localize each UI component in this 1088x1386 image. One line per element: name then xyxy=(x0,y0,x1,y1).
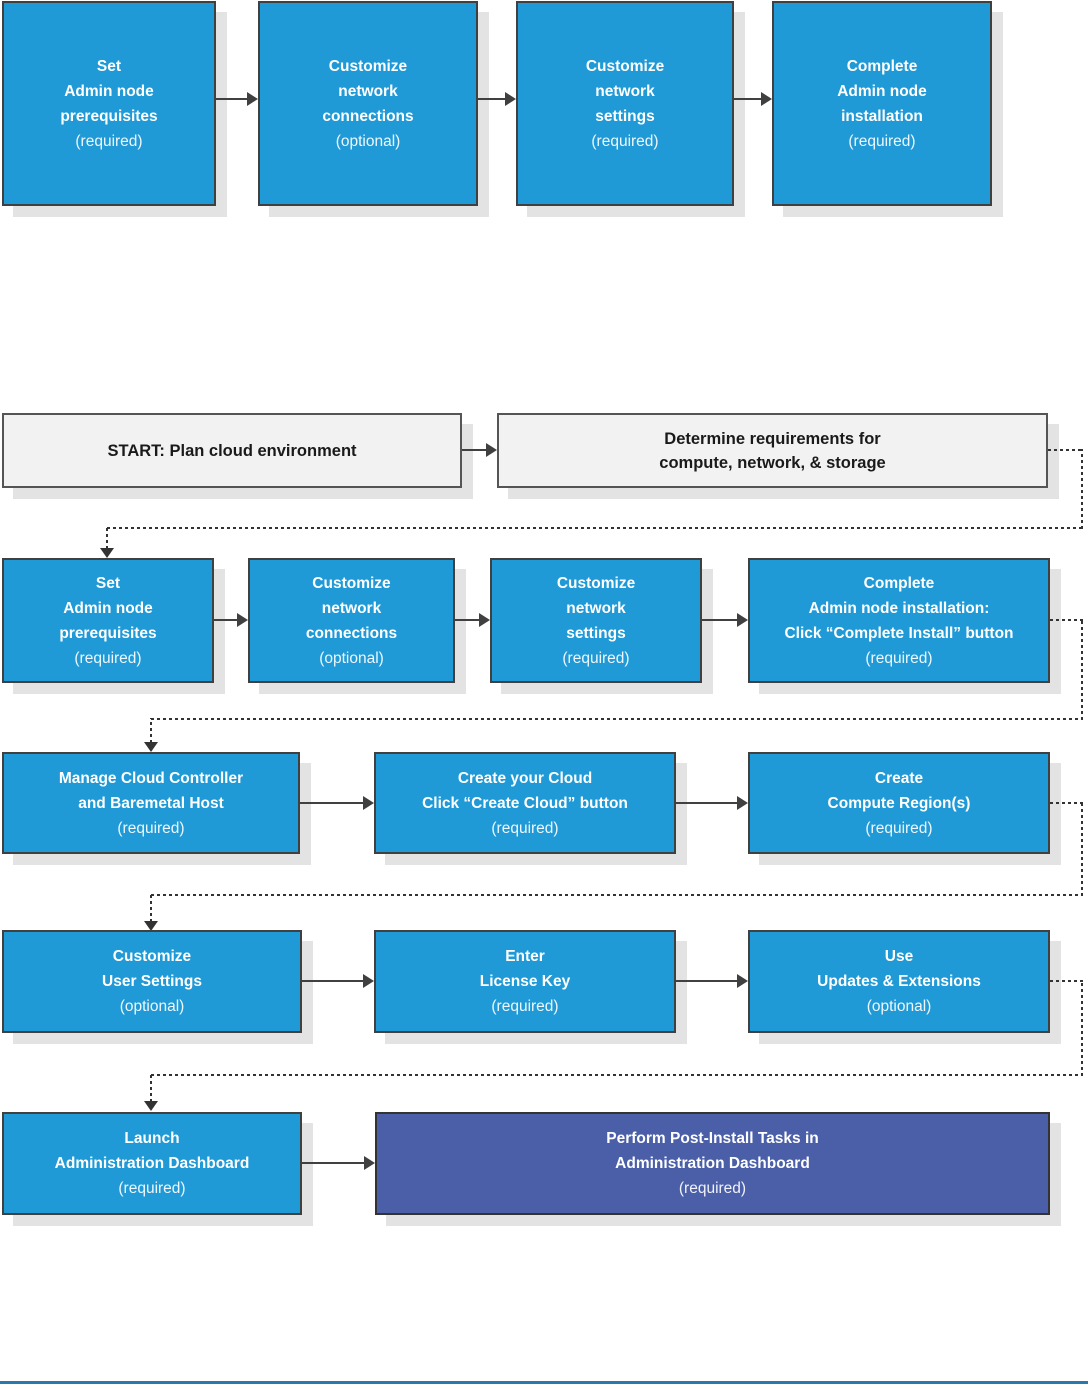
arrow-head-icon xyxy=(737,613,748,627)
step-title: Customize network connections xyxy=(322,57,414,125)
step-complete-admin-install: Complete Admin node installation: Click … xyxy=(748,558,1050,683)
step-note: (required) xyxy=(491,819,559,837)
arrow-head-icon xyxy=(363,796,374,810)
legend-step-complete-admin-install: Complete Admin node installation (requir… xyxy=(772,1,992,206)
step-note: (required) xyxy=(491,998,559,1015)
legend-step-customize-network-settings: Customize network settings (required) xyxy=(516,1,734,206)
arrow-head-icon xyxy=(486,443,497,457)
step-title: Complete Admin node installation xyxy=(837,57,927,125)
step-title: Enter License Key xyxy=(479,948,571,990)
flow-arrow xyxy=(676,796,748,810)
arrow-head-icon xyxy=(761,92,772,106)
step-title: Determine requirements for compute, netw… xyxy=(659,429,886,472)
legend-step-set-admin-prereqs: Set Admin node prerequisites (required) xyxy=(2,1,216,206)
arrow-head-icon xyxy=(247,92,258,106)
arrow-head-icon xyxy=(144,742,158,752)
step-manage-cloud-controller: Manage Cloud Controller and Baremetal Ho… xyxy=(2,752,300,854)
flow-arrow xyxy=(478,92,516,106)
arrow-head-icon xyxy=(237,613,248,627)
flow-arrow xyxy=(214,613,248,627)
step-title: Create your Cloud Click “Create Cloud” b… xyxy=(422,769,628,812)
arrow-head-icon xyxy=(479,613,490,627)
step-note: (optional) xyxy=(319,649,384,667)
step-note: (required) xyxy=(865,649,933,667)
arrow-head-icon xyxy=(364,1156,375,1170)
flow-arrow xyxy=(676,974,748,988)
step-title: Customize network settings xyxy=(556,574,636,642)
start-plan-cloud-environment: START: Plan cloud environment xyxy=(2,413,462,488)
flow-arrow xyxy=(734,92,772,106)
arrow-head-icon xyxy=(737,974,748,988)
flow-arrow xyxy=(216,92,258,106)
step-launch-admin-dashboard: Launch Administration Dashboard (require… xyxy=(2,1112,302,1215)
legend-step-customize-network-connections: Customize network connections (optional) xyxy=(258,1,478,206)
step-note: (optional) xyxy=(119,998,185,1015)
step-title: Set Admin node prerequisites xyxy=(59,574,157,642)
step-note: (required) xyxy=(117,819,185,837)
flow-arrow xyxy=(300,796,374,810)
step-note: (optional) xyxy=(335,132,401,150)
step-title: Complete Admin node installation: Click … xyxy=(784,574,1014,642)
step-title: Launch Administration Dashboard xyxy=(54,1130,250,1172)
arrow-head-icon xyxy=(505,92,516,106)
step-note: (required) xyxy=(562,649,630,667)
step-note: (required) xyxy=(865,819,933,837)
flow-arrow xyxy=(455,613,490,627)
flow-arrow xyxy=(702,613,748,627)
step-create-compute-regions: Create Compute Region(s) (required) xyxy=(748,752,1050,854)
step-customize-user-settings: Customize User Settings (optional) xyxy=(2,930,302,1033)
flow-arrow xyxy=(462,443,497,457)
step-title: Use Updates & Extensions xyxy=(817,948,981,990)
step-note: (required) xyxy=(848,132,916,150)
step-title: Customize User Settings xyxy=(102,948,202,990)
step-note: (required) xyxy=(74,649,142,667)
step-note: (required) xyxy=(118,1180,186,1197)
step-title: Customize network settings xyxy=(585,57,665,125)
step-title: Customize network connections xyxy=(305,574,398,642)
step-use-updates-extensions: Use Updates & Extensions (optional) xyxy=(748,930,1050,1033)
step-note: (required) xyxy=(75,132,143,150)
arrow-head-icon xyxy=(737,796,748,810)
step-note: (required) xyxy=(678,1180,747,1197)
flow-arrow xyxy=(302,974,374,988)
step-note: (required) xyxy=(591,132,659,150)
step-set-admin-prereqs: Set Admin node prerequisites (required) xyxy=(2,558,214,683)
step-title: Perform Post-Install Tasks in Administra… xyxy=(606,1130,819,1172)
step-title: START: Plan cloud environment xyxy=(107,441,357,460)
step-note: (optional) xyxy=(866,998,932,1015)
step-perform-post-install-tasks: Perform Post-Install Tasks in Administra… xyxy=(375,1112,1050,1215)
flow-arrow xyxy=(302,1156,375,1170)
step-title: Create Compute Region(s) xyxy=(827,769,971,812)
bottom-page-rule xyxy=(0,1381,1088,1384)
step-customize-network-connections: Customize network connections (optional) xyxy=(248,558,455,683)
step-create-your-cloud: Create your Cloud Click “Create Cloud” b… xyxy=(374,752,676,854)
step-title: Set Admin node prerequisites xyxy=(60,57,158,125)
arrow-head-icon xyxy=(100,548,114,558)
arrow-head-icon xyxy=(363,974,374,988)
arrow-head-icon xyxy=(144,921,158,931)
arrow-head-icon xyxy=(144,1101,158,1111)
determine-requirements: Determine requirements for compute, netw… xyxy=(497,413,1048,488)
step-customize-network-settings: Customize network settings (required) xyxy=(490,558,702,683)
step-title: Manage Cloud Controller and Baremetal Ho… xyxy=(58,769,244,812)
step-enter-license-key: Enter License Key (required) xyxy=(374,930,676,1033)
